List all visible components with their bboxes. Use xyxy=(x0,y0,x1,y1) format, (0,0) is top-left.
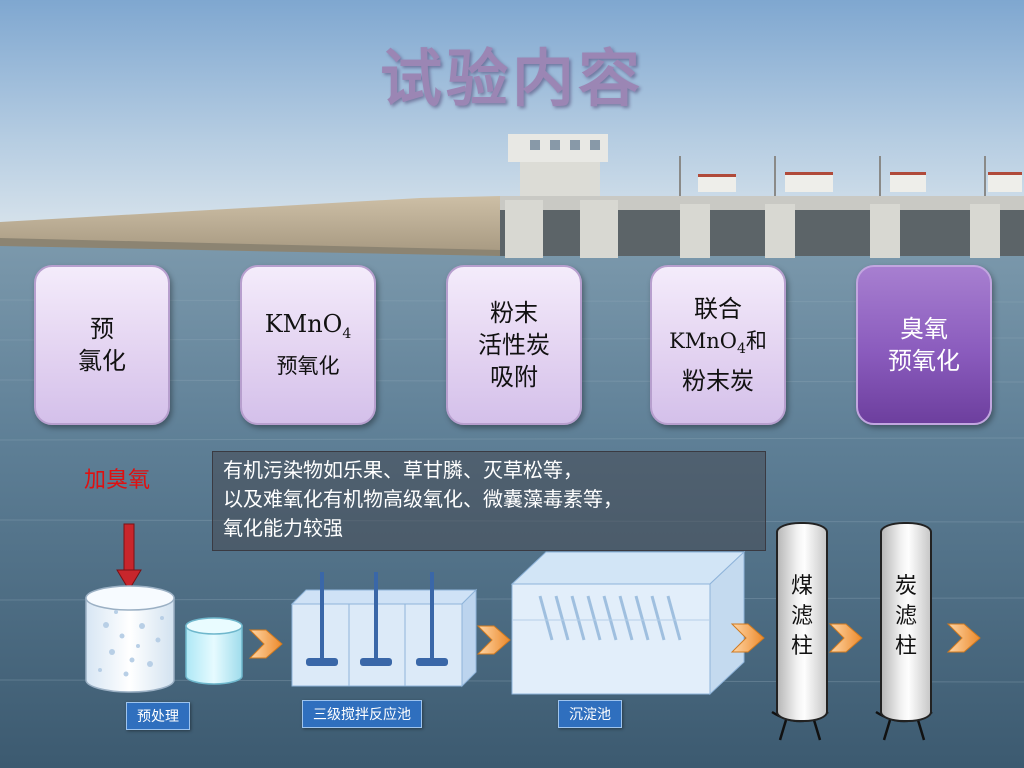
step-prechlorination[interactable]: 预 氯化 xyxy=(34,265,170,425)
ozone-inlet-arrow-icon xyxy=(116,523,142,591)
reactor-label: 三级搅拌反应池 xyxy=(302,700,422,728)
flow-arrow-icon xyxy=(946,623,981,653)
description-line: 氧化能力较强 xyxy=(223,516,343,540)
step-pac-adsorption[interactable]: 粉末 活性炭 吸附 xyxy=(446,265,582,425)
step-line: 粉末 xyxy=(490,299,538,327)
column-char: 炭 xyxy=(894,574,917,599)
carbon-filter-column: 炭 滤 柱 xyxy=(880,522,932,722)
flow-arrow-icon xyxy=(248,629,283,659)
flow-arrow-icon xyxy=(476,625,511,655)
step-kmno4-preoxidation[interactable]: KMnO4 预氧化 xyxy=(240,265,376,425)
step-line: 臭氧 xyxy=(900,315,948,343)
formula-main: KMnO xyxy=(669,328,737,353)
formula-main: KMnO xyxy=(264,310,343,339)
formula-sub: 4 xyxy=(737,341,746,358)
coal-filter-column: 煤 滤 柱 xyxy=(776,522,828,722)
flow-arrow-icon xyxy=(730,623,765,653)
step-line: 预氧化 xyxy=(276,353,340,378)
column-char: 煤 xyxy=(790,574,813,599)
column-char: 滤 xyxy=(894,604,917,629)
description-line: 有机污染物如乐果、草甘膦、灭草松等， xyxy=(223,458,583,482)
carbon-filter-label: 炭 滤 柱 xyxy=(882,572,930,662)
step-line: 粉末炭 xyxy=(682,367,754,396)
sedimentation-label: 沉淀池 xyxy=(558,700,622,728)
column-char: 滤 xyxy=(790,604,813,629)
step-line: 活性炭 xyxy=(478,331,550,359)
step-line: KMnO4和 xyxy=(669,325,767,365)
step-line: 联合 xyxy=(694,294,742,323)
step-line: 氯化 xyxy=(78,347,126,375)
add-ozone-label: 加臭氧 xyxy=(84,468,151,493)
coal-filter-label: 煤 滤 柱 xyxy=(778,572,826,662)
column-char: 柱 xyxy=(894,634,917,659)
step-line: 吸附 xyxy=(490,363,538,391)
flow-arrow-icon xyxy=(828,623,863,653)
pretreatment-tank xyxy=(85,585,175,693)
page-title: 试验内容 xyxy=(379,42,644,115)
sedimentation-tank xyxy=(510,550,746,696)
small-cylinder-tank xyxy=(185,617,243,685)
column-char: 柱 xyxy=(790,634,813,659)
formula-sub: 4 xyxy=(342,325,352,342)
pretreatment-label: 预处理 xyxy=(126,702,190,730)
three-stage-reactor xyxy=(290,572,478,688)
description-box: 有机污染物如乐果、草甘膦、灭草松等， 以及难氧化有机物高级氧化、微囊藻毒素等， … xyxy=(212,451,766,551)
step-line: KMnO4 xyxy=(265,308,352,350)
description-line: 以及难氧化有机物高级氧化、微囊藻毒素等， xyxy=(223,487,623,511)
step-line: 预 xyxy=(90,315,114,343)
step-combined-kmno4-pac[interactable]: 联合 KMnO4和 粉末炭 xyxy=(650,265,786,425)
step-line: 预氧化 xyxy=(888,347,960,375)
step-ozone-preoxidation[interactable]: 臭氧 预氧化 xyxy=(856,265,992,425)
formula-tail: 和 xyxy=(745,328,767,353)
